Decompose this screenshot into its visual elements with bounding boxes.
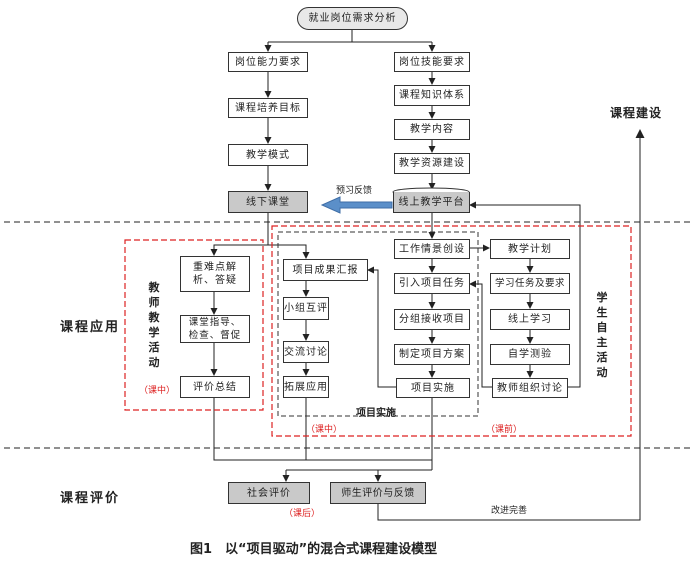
teacher-phase-label: （课中） — [139, 386, 176, 396]
student-node-4: 自学测验 — [490, 344, 570, 365]
project-node-1: 工作情景创设 — [394, 239, 470, 259]
right-node-1: 岗位技能要求 — [394, 52, 470, 72]
student-node-5: 教师组织讨论 — [492, 378, 568, 398]
teacher-region — [124, 239, 264, 411]
evaluation-section-label: 课程评价 — [60, 491, 121, 506]
in-class-phase-label: （课中） — [306, 425, 343, 435]
figure-caption: 图1 以“项目驱动”的混合式课程建设模型 — [190, 542, 438, 557]
student-node-1: 教学计划 — [490, 239, 570, 259]
student-node-2: 学习任务及要求 — [490, 273, 570, 294]
teacher-title: 教师教学活动 — [148, 281, 160, 369]
group-node-4: 拓展应用 — [283, 376, 329, 398]
social-evaluation-node: 社会评价 — [228, 482, 310, 504]
student-title: 学生自主活动 — [596, 291, 608, 379]
application-region — [271, 225, 632, 437]
right-node-4: 教学资源建设 — [394, 153, 470, 174]
student-node-3: 线上学习 — [490, 309, 570, 330]
project-implementation-label: 项目实施 — [356, 408, 396, 419]
teacher-node-1: 重难点解析、答疑 — [180, 256, 250, 292]
improve-label: 改进完善 — [491, 506, 528, 516]
course-construction-label: 课程建设 — [610, 106, 663, 120]
feedback-label: 预习反馈 — [336, 186, 373, 196]
right-node-2: 课程知识体系 — [394, 85, 470, 106]
feedback-arrow — [320, 196, 393, 214]
project-region — [277, 231, 479, 417]
post-class-phase-label: （课后） — [284, 509, 321, 519]
left-node-3: 教学模式 — [228, 144, 308, 166]
project-node-4: 制定项目方案 — [394, 344, 470, 365]
project-node-2: 引入项目任务 — [394, 273, 470, 294]
group-node-2: 小组互评 — [283, 297, 329, 320]
group-node-1: 项目成果汇报 — [283, 259, 368, 281]
pre-class-phase-label: （课前） — [486, 425, 523, 435]
offline-classroom-node: 线下课堂 — [228, 191, 308, 213]
group-node-3: 交流讨论 — [283, 341, 329, 363]
left-node-1: 岗位能力要求 — [228, 52, 308, 72]
online-platform-node: 线上教学平台 — [393, 192, 470, 213]
teacher-student-evaluation-node: 师生评价与反馈 — [330, 482, 426, 504]
title-node: 就业岗位需求分析 — [297, 7, 408, 30]
application-section-label: 课程应用 — [60, 320, 121, 335]
project-node-5: 项目实施 — [396, 378, 470, 398]
right-node-3: 教学内容 — [394, 119, 470, 140]
teacher-node-3: 评价总结 — [180, 376, 250, 398]
left-node-2: 课程培养目标 — [228, 98, 308, 118]
project-node-3: 分组接收项目 — [394, 309, 470, 330]
teacher-node-2: 课堂指导、检查、督促 — [180, 315, 250, 343]
